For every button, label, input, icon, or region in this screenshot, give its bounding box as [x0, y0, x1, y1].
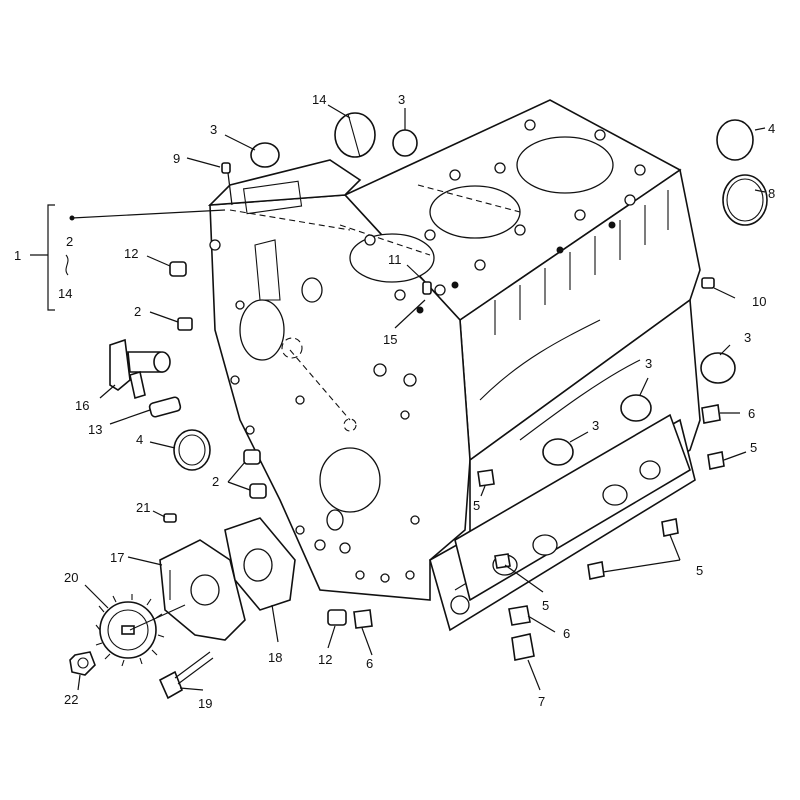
front-face-details: [209, 180, 420, 583]
leader-lines: [30, 104, 766, 691]
gasket-8: [722, 174, 768, 226]
callout-7: 7: [538, 694, 545, 709]
callout-14: 14: [58, 286, 72, 301]
pin-9: [221, 162, 231, 174]
nut-22: [69, 651, 96, 676]
callout-5: 5: [473, 498, 480, 513]
plugs-5-cover: [494, 518, 679, 580]
callout-2: 2: [66, 234, 73, 249]
bolt-19: [158, 651, 214, 700]
callout-6: 6: [563, 626, 570, 641]
callout-19: 19: [198, 696, 212, 711]
callout-8: 8: [768, 186, 775, 201]
plug-6-right: [701, 404, 721, 424]
callout-14: 14: [312, 92, 326, 107]
callout-12: 12: [318, 652, 332, 667]
callout-numbers: 1 2 14 14 3 3 4 8 9 12 11 15 10 2 3 3 16…: [14, 92, 775, 711]
callout-2: 2: [134, 304, 141, 319]
plug-7: [511, 633, 535, 661]
plug-5-right: [707, 451, 725, 470]
head-bolt-holes: [364, 119, 646, 314]
callout-6: 6: [366, 656, 373, 671]
callout-9: 9: [173, 151, 180, 166]
gear-20: [95, 594, 186, 667]
plug-3-right-b: [620, 394, 652, 422]
plug-6-lower-right: [508, 605, 531, 626]
dowel-2-lower-a: [243, 449, 261, 465]
seal-4-left: [173, 429, 211, 471]
fitting-16: [109, 338, 171, 400]
cylinder-bores: [349, 136, 614, 283]
callout-13: 13: [88, 422, 102, 437]
callout-21: 21: [136, 500, 150, 515]
dowel-12-lower: [327, 609, 347, 626]
callout-2: 2: [212, 474, 219, 489]
callout-3: 3: [592, 418, 599, 433]
alignment-lines: [229, 184, 521, 432]
callout-18: 18: [268, 650, 282, 665]
plug-6-lower-left: [353, 609, 373, 629]
gasket-18: [224, 517, 296, 611]
callout-20: 20: [64, 570, 78, 585]
callout-5: 5: [696, 563, 703, 578]
tube-13: [148, 396, 182, 418]
callout-5: 5: [542, 598, 549, 613]
callout-15: 15: [383, 332, 397, 347]
callout-17: 17: [110, 550, 124, 565]
callout-4: 4: [768, 121, 775, 136]
dowel-11: [422, 281, 432, 295]
callout-5: 5: [750, 440, 757, 455]
plug-3-right-a: [700, 352, 736, 384]
callout-10: 10: [752, 294, 766, 309]
oil-pump-17: [159, 539, 246, 641]
callout-3: 3: [398, 92, 405, 107]
plug-4-top-right: [716, 119, 754, 161]
dowel-2-upper: [177, 317, 193, 331]
plug-3-top: [392, 129, 418, 157]
pin-21: [163, 513, 177, 523]
callout-3: 3: [210, 122, 217, 137]
pin-10: [701, 277, 715, 289]
callout-22: 22: [64, 692, 78, 707]
side-cover-plate: [450, 413, 691, 615]
plug-3-left: [250, 142, 280, 168]
callout-12: 12: [124, 246, 138, 261]
callout-4: 4: [136, 432, 143, 447]
plug-5-middle: [477, 469, 495, 487]
plug-14-top: [334, 112, 376, 158]
callout-3: 3: [645, 356, 652, 371]
dowel-2-lower-b: [249, 483, 267, 499]
callout-16: 16: [75, 398, 89, 413]
dowel-12-upper: [169, 261, 187, 277]
plug-3-lower: [542, 438, 574, 466]
callout-3: 3: [744, 330, 751, 345]
callout-1: 1: [14, 248, 21, 263]
callout-6: 6: [748, 406, 755, 421]
callout-11: 11: [388, 252, 402, 267]
